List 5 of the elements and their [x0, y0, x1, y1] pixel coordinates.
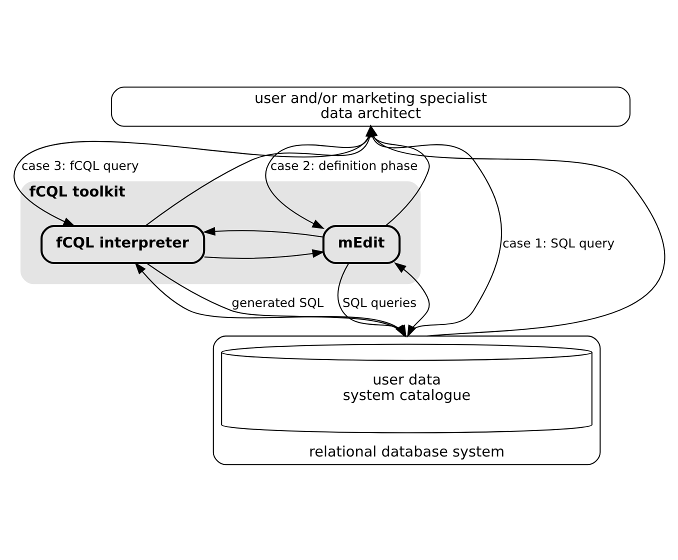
edge-label: case 1: SQL query — [502, 236, 615, 251]
edge-label: SQL queries — [342, 296, 417, 310]
edge-label: case 2: definition phase — [270, 159, 418, 174]
edge-label: generated SQL — [232, 296, 324, 310]
edge-label: case 3: fCQL query — [22, 159, 139, 174]
